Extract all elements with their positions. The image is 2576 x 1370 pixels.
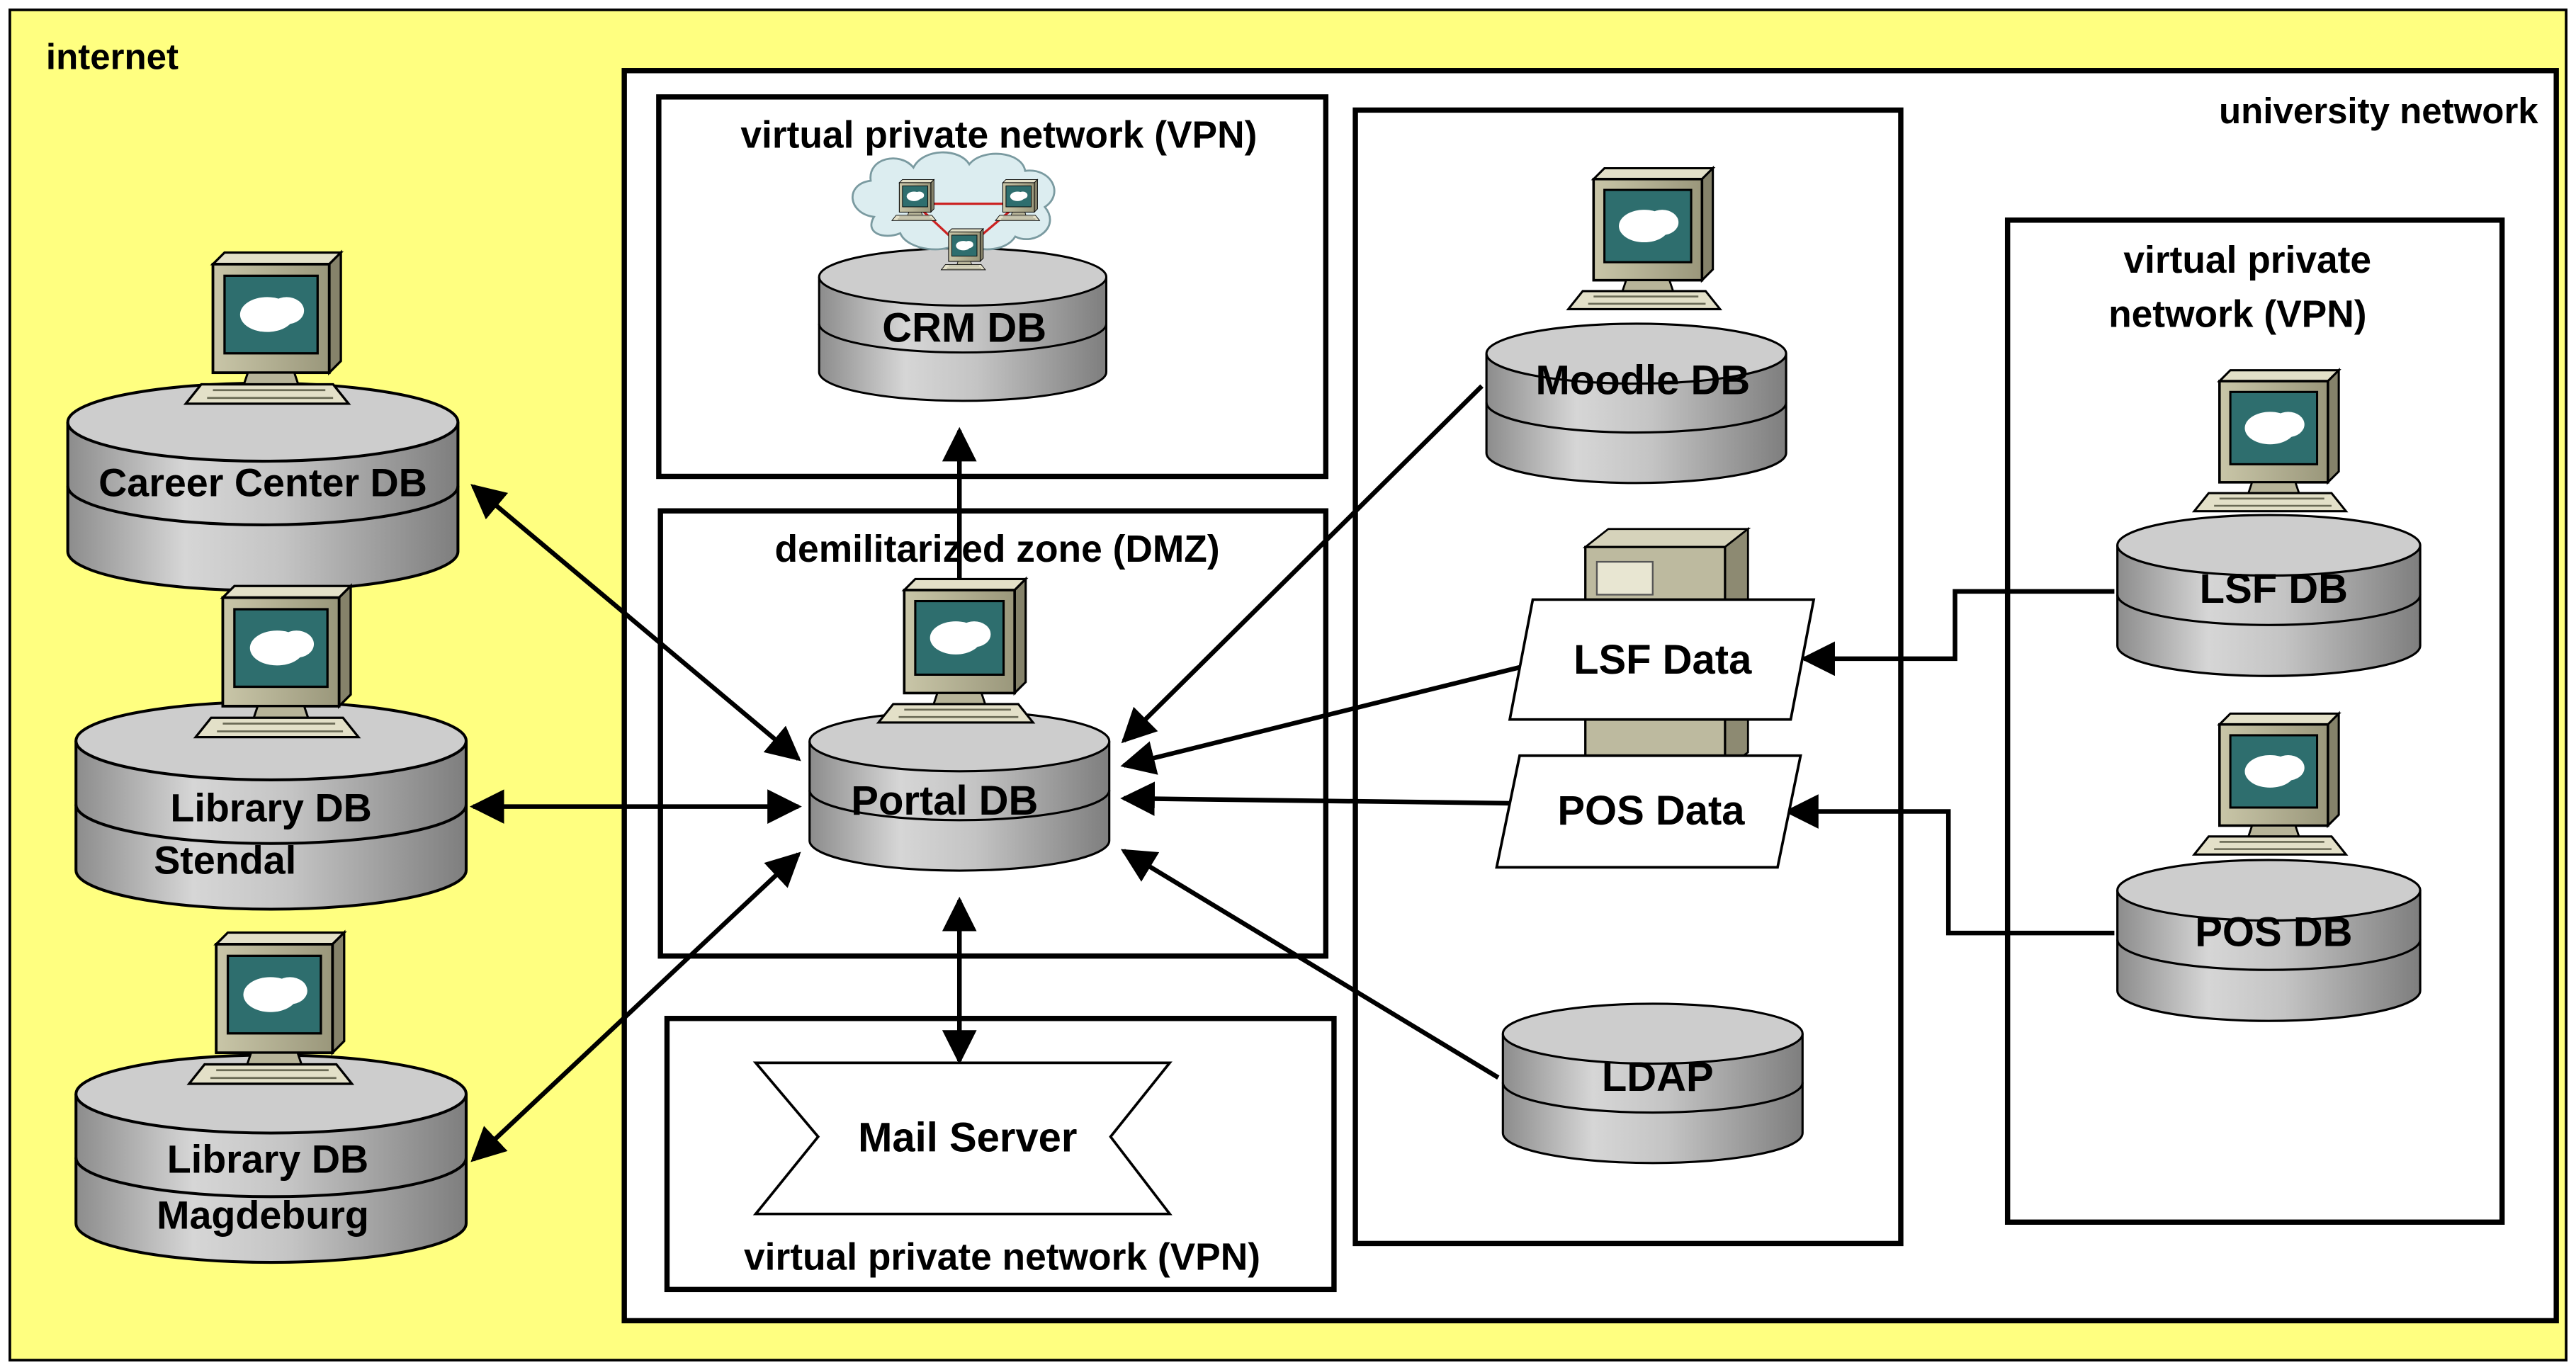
portal-node[interactable]: Portal DB bbox=[808, 577, 1111, 872]
vpn-mail-label: virtual private network (VPN) bbox=[744, 1237, 1260, 1279]
career-center-node[interactable]: Career Center DB bbox=[68, 251, 458, 590]
ldap-node[interactable]: LDAP bbox=[1501, 1002, 1804, 1165]
ldap-label: LDAP bbox=[1602, 1055, 1714, 1100]
vpn-crm-label: virtual private network (VPN) bbox=[740, 115, 1257, 157]
library-magdeburg-node[interactable]: Library DB Magdeburg bbox=[76, 931, 466, 1263]
dmz-label: demilitarized zone (DMZ) bbox=[774, 528, 1219, 570]
mail-server-label: Mail Server bbox=[858, 1116, 1077, 1161]
library-stendal-label-line1: Library DB bbox=[170, 786, 371, 830]
library-stendal-node[interactable]: Library DB Stendal bbox=[76, 584, 466, 909]
pos-db-label: POS DB bbox=[2195, 910, 2352, 956]
vpn-cloud-icon bbox=[852, 151, 1056, 271]
lsf-data-node[interactable]: LSF Data bbox=[1508, 598, 1816, 721]
crm-node[interactable]: CRM DB bbox=[818, 151, 1108, 402]
moodle-node[interactable]: Moodle DB bbox=[1485, 166, 1787, 485]
pos-data-label: POS Data bbox=[1557, 788, 1745, 834]
link-posdata-portal bbox=[1120, 781, 1512, 816]
pos-data-node[interactable]: POS Data bbox=[1495, 754, 1802, 869]
mail-server-shape bbox=[752, 1061, 1173, 1216]
vpn-university-label-line2: network (VPN) bbox=[2108, 293, 2366, 335]
link-lsfdb-lsfdata bbox=[1800, 589, 2115, 676]
lsf-data-shape bbox=[1508, 598, 1816, 721]
university-network-label: university network bbox=[2219, 91, 2538, 131]
link-ldap-portal bbox=[1120, 849, 1500, 1080]
lsf-db-node[interactable]: LSF DB bbox=[2115, 368, 2422, 678]
server-tower-icon bbox=[1582, 526, 1751, 771]
crm-label: CRM DB bbox=[882, 305, 1046, 351]
link-magdeburg-portal bbox=[470, 851, 801, 1162]
library-magdeburg-label-line2: Magdeburg bbox=[157, 1194, 369, 1238]
library-stendal-label-line2: Stendal bbox=[154, 839, 296, 883]
link-lsfdata-portal bbox=[1120, 663, 1529, 775]
moodle-label: Moodle DB bbox=[1536, 358, 1751, 404]
lsf-db-label: LSF DB bbox=[2200, 567, 2348, 612]
career-center-label: Career Center DB bbox=[98, 460, 427, 504]
library-magdeburg-label-line1: Library DB bbox=[167, 1138, 368, 1182]
pos-db-node[interactable]: POS DB bbox=[2115, 712, 2422, 1023]
pos-data-shape bbox=[1495, 754, 1802, 869]
vpn-university-label-line1: virtual private bbox=[2123, 239, 2371, 281]
portal-label: Portal DB bbox=[851, 779, 1038, 824]
link-posdb-posdata bbox=[1784, 794, 2115, 936]
link-career-portal bbox=[470, 484, 801, 762]
internet-zone-label: internet bbox=[46, 36, 179, 77]
lsf-data-label: LSF Data bbox=[1574, 638, 1752, 683]
mail-server-node[interactable]: Mail Server bbox=[752, 1061, 1173, 1216]
link-moodle-portal bbox=[1121, 384, 1484, 744]
